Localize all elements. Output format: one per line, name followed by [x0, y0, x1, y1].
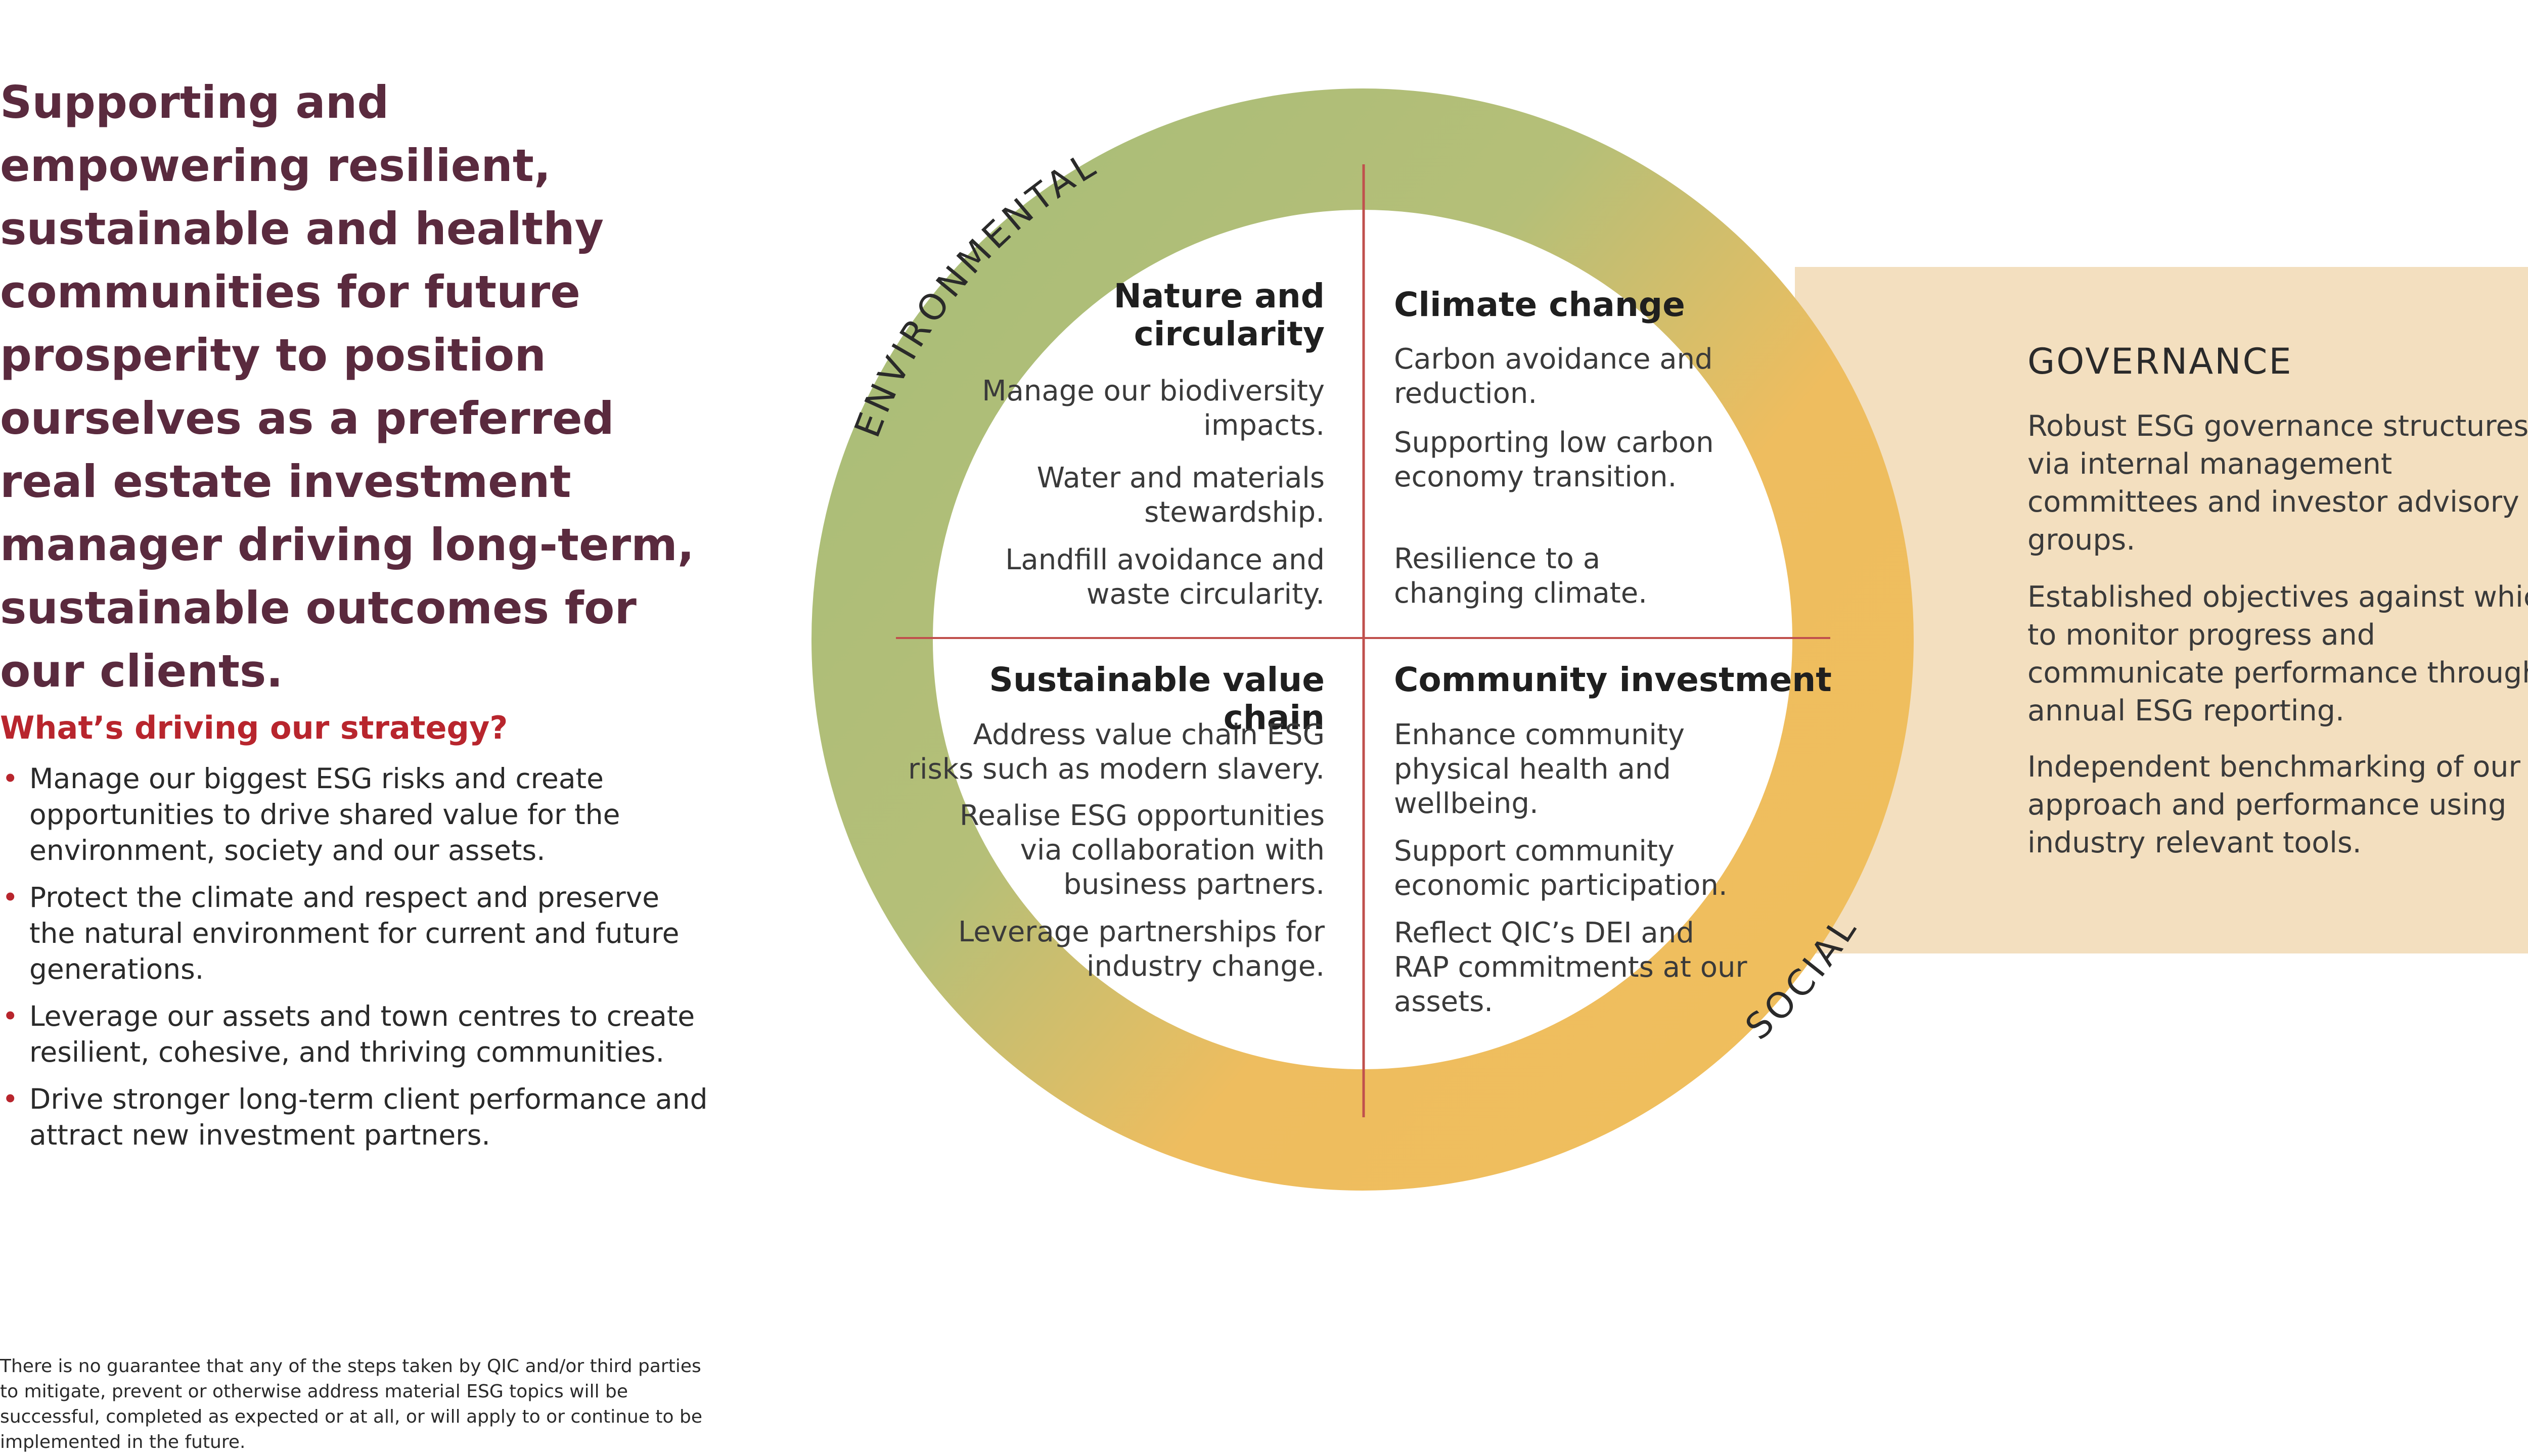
governance-item: Independent benchmarking of our approach… — [2027, 750, 2520, 859]
quadrant-item-climate: Supporting low carbon economy transition… — [1394, 426, 1714, 493]
quadrant-title-nature: Nature and circularity — [1113, 277, 1325, 353]
bullet-icon: • — [2, 1083, 19, 1115]
driver-text: Manage our biggest ESG risks and create … — [29, 762, 620, 867]
driver-item: • Manage our biggest ESG risks and create… — [0, 761, 708, 869]
driver-item: • Drive stronger long-term client perform… — [0, 1081, 708, 1153]
driver-text: Protect the climate and respect and pres… — [29, 881, 680, 985]
drivers-heading: What’s driving our strategy? — [0, 709, 508, 746]
quadrant-item-climate: Resilience to a changing climate. — [1394, 542, 1648, 610]
quadrant-item-nature: Water and materials stewardship. — [1036, 462, 1325, 529]
governance-item: Established objectives against which to … — [2027, 580, 2528, 727]
quadrant-title-value-chain: Sustainable value chain — [989, 660, 1325, 737]
quadrant-item-value-chain: Leverage partnerships for industry chang… — [958, 916, 1325, 983]
quadrant-item-value-chain: Realise ESG opportunities via collaborat… — [959, 799, 1325, 901]
governance-item: Robust ESG governance structures via int… — [2027, 410, 2528, 557]
quadrant-item-community: Support community economic participation… — [1394, 835, 1728, 902]
quadrant-title-climate: Climate change — [1394, 285, 1685, 324]
quadrant-item-nature: Landfill avoidance and waste circularity… — [1005, 543, 1325, 611]
bullet-icon: • — [2, 1000, 19, 1032]
bullet-icon: • — [2, 881, 19, 914]
governance-band — [1795, 267, 2528, 953]
quadrant-title-community: Community investment — [1394, 660, 1832, 699]
governance-title: GOVERNANCE — [2027, 341, 2293, 382]
drivers-list: • Manage our biggest ESG risks and create… — [0, 761, 708, 1164]
intro-statement: Supporting and empowering resilient, sus… — [0, 76, 695, 697]
disclaimer: There is no guarantee that any of the st… — [0, 1356, 703, 1452]
quadrant-item-climate: Carbon avoidance and reduction. — [1394, 343, 1713, 410]
driver-item: • Leverage our assets and town centres to… — [0, 998, 708, 1070]
quadrant-item-nature: Manage our biodiversity impacts. — [982, 375, 1325, 442]
driver-text: Drive stronger long-term client performa… — [29, 1083, 708, 1151]
quadrant-item-community: Enhance community physical health and we… — [1394, 718, 1685, 820]
ring-band — [811, 88, 1914, 1191]
quadrant-item-community: Reflect QIC’s DEI and RAP commitments at… — [1394, 917, 1747, 1018]
quadrant-item-value-chain: Address value chain ESG risks such as mo… — [908, 718, 1325, 786]
driver-text: Leverage our assets and town centres to … — [29, 1000, 695, 1068]
bullet-icon: • — [2, 762, 19, 795]
driver-item: • Protect the climate and respect and pre… — [0, 880, 708, 987]
